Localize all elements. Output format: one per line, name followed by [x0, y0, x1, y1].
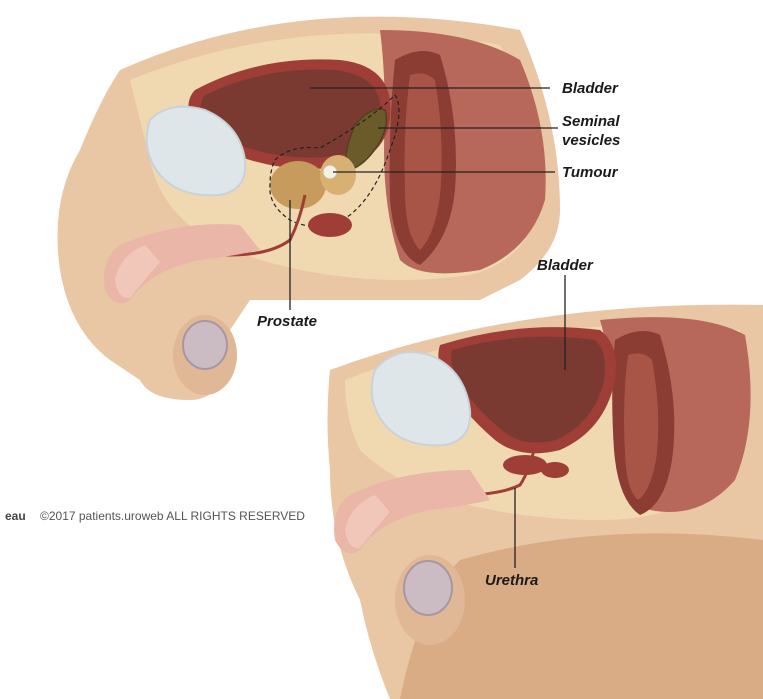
bottom-diagram	[320, 295, 763, 699]
label-bladder-top: Bladder	[562, 80, 619, 97]
label-seminal-line2: vesicles	[562, 132, 620, 149]
label-tumour: Tumour	[562, 164, 619, 181]
bottom-bulb-2	[541, 462, 569, 478]
label-prostate: Prostate	[257, 313, 317, 330]
top-prostate	[270, 161, 326, 209]
bottom-bulb	[503, 455, 547, 475]
label-bladder-bottom: Bladder	[537, 257, 594, 274]
bottom-testicle-inner	[404, 561, 452, 615]
top-bulb	[308, 213, 352, 237]
eau-logo: eau	[5, 509, 26, 523]
copyright-text: ©2017 patients.uroweb ALL RIGHTS RESERVE…	[40, 509, 305, 523]
label-seminal-line1: Seminal	[562, 113, 620, 130]
copyright-notice: eau ©2017 patients.uroweb ALL RIGHTS RES…	[5, 509, 305, 523]
top-testicle-inner	[183, 321, 227, 369]
label-urethra: Urethra	[485, 572, 538, 589]
